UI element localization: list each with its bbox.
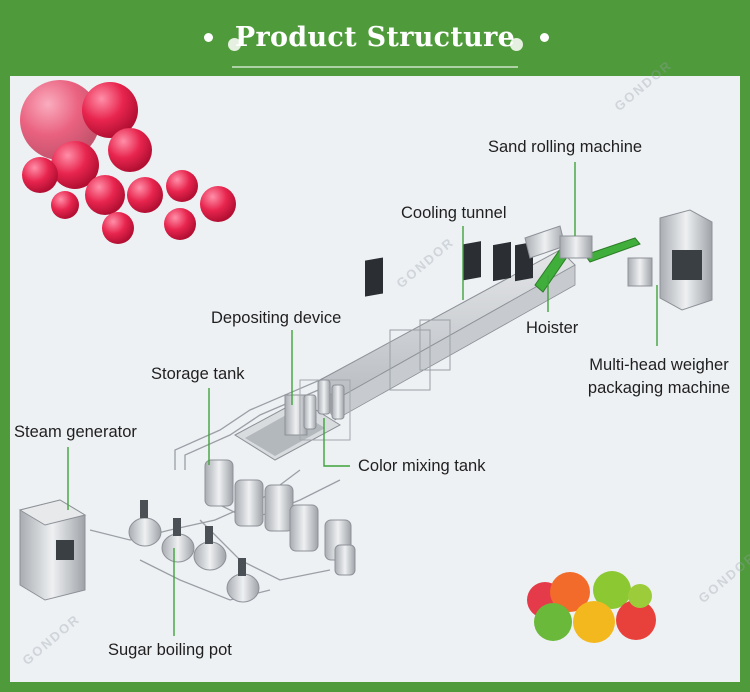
label-multihead-line2: packaging machine <box>587 379 731 397</box>
label-sugar-boiling-pot: Sugar boiling pot <box>108 641 232 659</box>
sugar-boiling-pot-illustration <box>128 500 260 603</box>
steam-generator-illustration <box>18 499 87 601</box>
page-title: Product Structure <box>234 22 516 53</box>
decor-dot-icon <box>204 33 213 42</box>
title-underline <box>232 66 518 68</box>
label-depositing-device: Depositing device <box>211 309 342 327</box>
label-storage-tank: Storage tank <box>151 365 245 383</box>
cooling-tunnel-illustration <box>319 241 576 421</box>
label-multihead-line1: Multi-head weigher <box>589 356 729 374</box>
label-steam-generator: Steam generator <box>14 423 137 441</box>
header-bar: Product Structure <box>0 0 750 76</box>
color-mixing-tank-illustration <box>303 379 345 430</box>
sugar-gummies-image <box>527 571 656 643</box>
label-color-mixing-tank: Color mixing tank <box>358 457 486 475</box>
red-gummy-hearts-image <box>20 80 236 244</box>
storage-tank-illustration <box>204 459 356 576</box>
decor-dot-icon <box>510 38 523 51</box>
multihead-weigher-illustration <box>627 209 713 311</box>
decor-dot-icon <box>228 38 241 51</box>
label-hoister: Hoister <box>526 319 579 337</box>
sand-rolling-machine-illustration <box>524 225 593 259</box>
leader-lines <box>67 162 658 636</box>
decor-dot-icon <box>540 33 549 42</box>
label-sand-rolling-machine: Sand rolling machine <box>488 138 643 156</box>
label-multihead-weigher: Multi-head weigher packaging machine <box>574 354 744 400</box>
label-cooling-tunnel: Cooling tunnel <box>401 204 507 222</box>
